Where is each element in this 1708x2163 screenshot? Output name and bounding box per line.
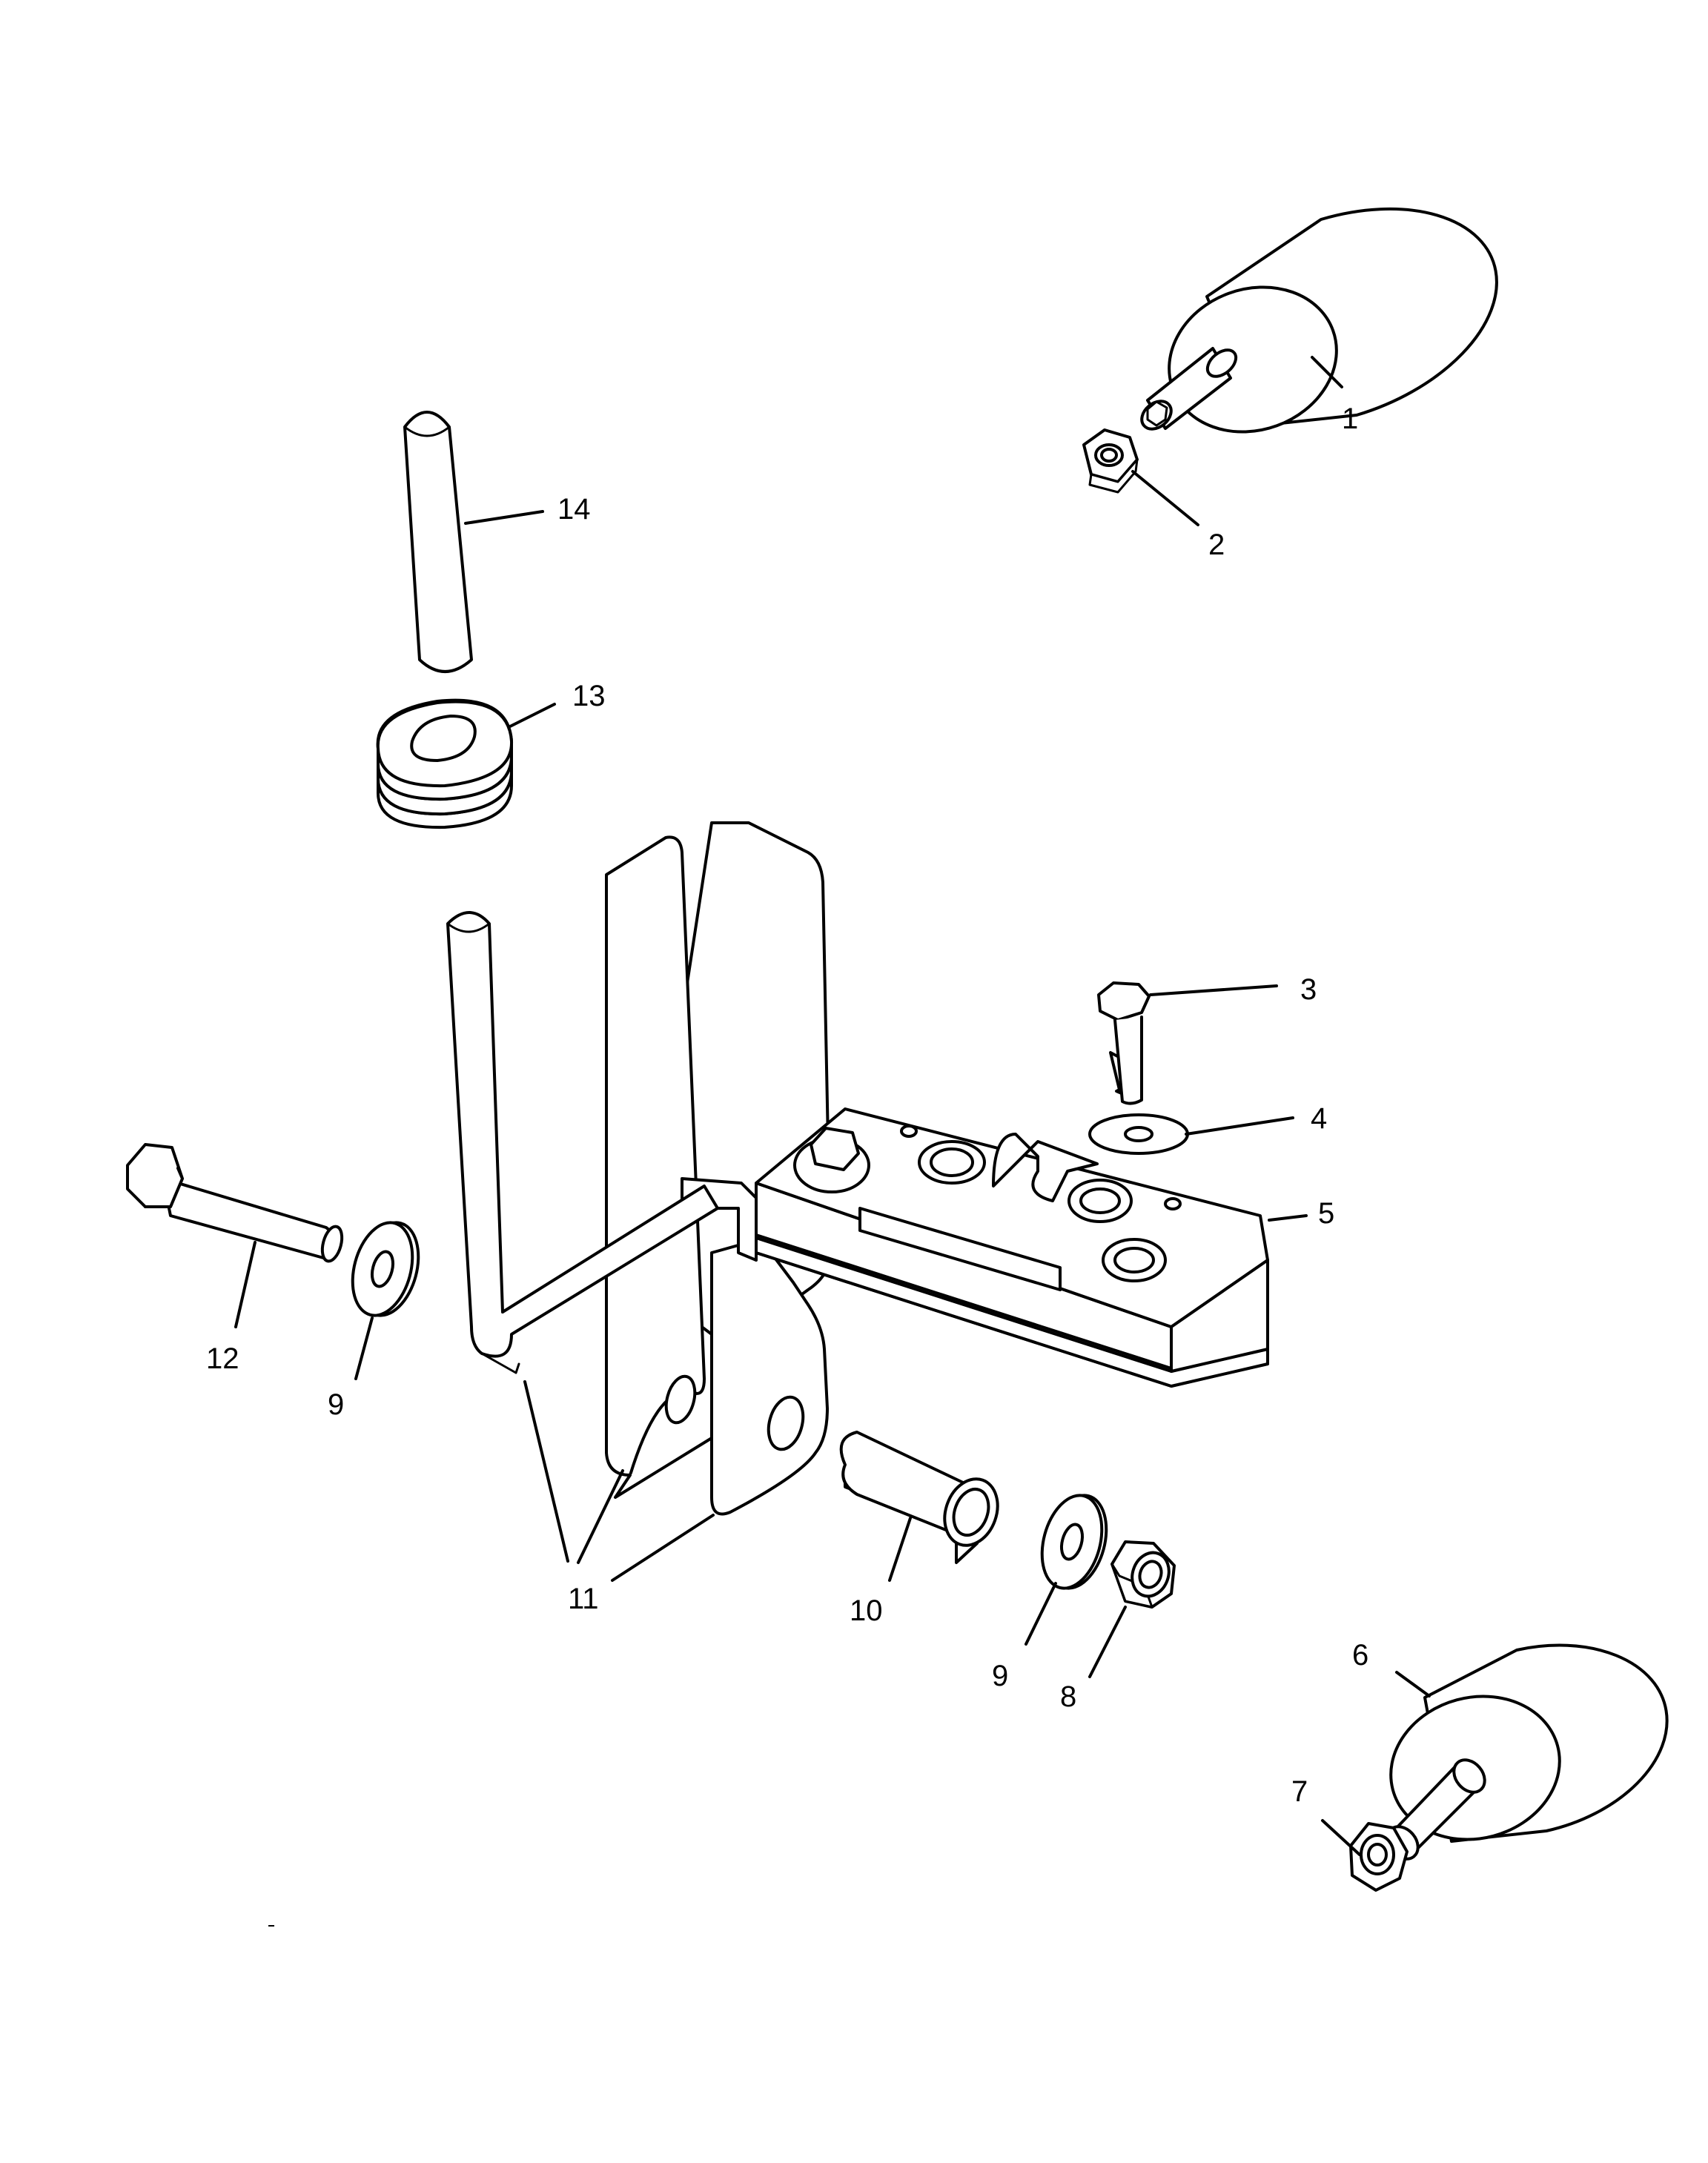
callout-9-left: 9 bbox=[328, 1388, 344, 1421]
part-13-grommet bbox=[376, 698, 514, 829]
part-14-tube bbox=[403, 411, 473, 673]
part-1-rubber-bumper bbox=[1140, 207, 1499, 434]
callout-1: 1 bbox=[1342, 403, 1358, 435]
callout-2: 2 bbox=[1208, 529, 1225, 561]
callout-14: 14 bbox=[557, 493, 591, 526]
part-5-rotary-latch bbox=[755, 1107, 1269, 1388]
callout-4: 4 bbox=[1311, 1102, 1327, 1135]
part-2-hex-nut bbox=[1082, 428, 1139, 494]
part-9-washer-left bbox=[351, 1221, 420, 1317]
callout-3: 3 bbox=[1300, 973, 1317, 1006]
callout-12: 12 bbox=[206, 1342, 239, 1375]
callout-6: 6 bbox=[1352, 1639, 1368, 1672]
callout-5: 5 bbox=[1318, 1197, 1334, 1230]
callout-11: 11 bbox=[568, 1583, 599, 1615]
part-10-spacer bbox=[839, 1431, 999, 1564]
leader-lines bbox=[234, 356, 1431, 1856]
part-9-washer-right bbox=[1040, 1494, 1108, 1590]
part-8-hex-nut bbox=[1110, 1540, 1176, 1609]
part-12-long-bolt bbox=[126, 1143, 344, 1263]
callout-7: 7 bbox=[1291, 1775, 1308, 1808]
callout-labels: 1 2 3 4 5 6 7 8 9 9 10 11 12 13 14 bbox=[206, 403, 1368, 1808]
part-7-hex-nut bbox=[1349, 1822, 1409, 1892]
callout-13: 13 bbox=[572, 680, 606, 712]
callout-8: 8 bbox=[1060, 1680, 1076, 1713]
callout-10: 10 bbox=[850, 1594, 883, 1627]
part-4-washer bbox=[1088, 1113, 1189, 1155]
part-6-rubber-bumper bbox=[1386, 1643, 1669, 1861]
part-3-bolt bbox=[1097, 981, 1151, 1105]
callout-9-right: 9 bbox=[992, 1660, 1008, 1692]
